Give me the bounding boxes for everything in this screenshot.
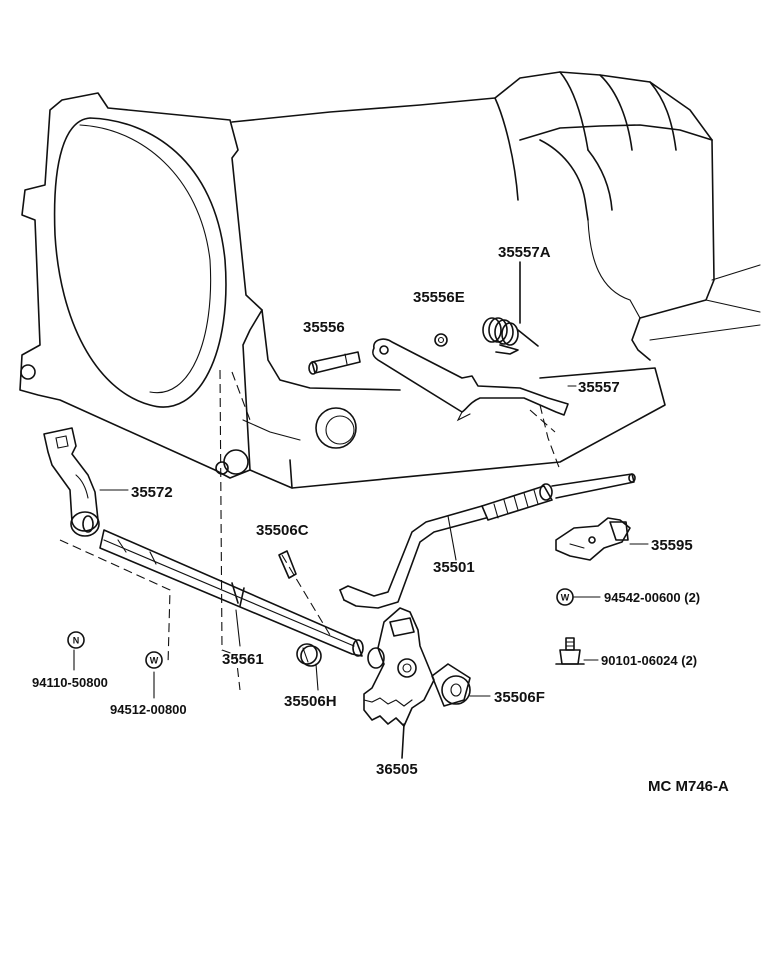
label-36505: 36505 <box>376 761 418 778</box>
assembly-guide-lines <box>59 369 561 691</box>
shaft-35561 <box>99 529 364 657</box>
cable-35501 <box>339 473 636 609</box>
symbol-washer-94512: W <box>145 651 163 669</box>
label-94110: 94110-50800 <box>32 675 108 690</box>
label-94542: 94542-00600 (2) <box>604 590 700 605</box>
spring-35557A <box>482 261 539 355</box>
lever-35572 <box>43 427 100 537</box>
label-35595: 35595 <box>651 537 693 554</box>
label-35557A: 35557A <box>498 244 551 261</box>
label-35506F: 35506F <box>494 689 545 706</box>
label-35572: 35572 <box>131 484 173 501</box>
label-90101: 90101-06024 (2) <box>601 653 697 668</box>
label-35556: 35556 <box>303 319 345 336</box>
bolt-90101 <box>555 637 585 665</box>
pin-35506C <box>278 550 297 579</box>
label-35506C: 35506C <box>256 522 309 539</box>
e-clip-35556E <box>434 333 448 347</box>
nut-symbol-label: N <box>73 636 80 646</box>
label-35506H: 35506H <box>284 693 337 710</box>
transmission-housing <box>19 71 761 489</box>
label-35557: 35557 <box>578 379 620 396</box>
lever-35557 <box>372 338 569 422</box>
bushing-35506F <box>431 663 471 707</box>
diagram-code: MC M746-A <box>648 778 729 795</box>
washer-symbol-label-2: W <box>561 593 570 603</box>
symbol-nut-94110: N <box>67 631 85 649</box>
leader-lines <box>73 385 649 699</box>
label-94512: 94512-00800 <box>110 702 187 717</box>
pin-35556 <box>308 351 361 375</box>
symbol-washer-94542: W <box>556 588 574 606</box>
label-35561: 35561 <box>222 651 264 668</box>
detent-plate-36505 <box>363 607 435 759</box>
washer-symbol-label: W <box>150 656 159 666</box>
part-labels: 35557A 35556E 35556 35557 35572 35506C 3… <box>32 244 729 795</box>
label-35501: 35501 <box>433 559 475 576</box>
bracket-35595 <box>555 517 631 561</box>
bushing-35506H <box>296 643 322 667</box>
label-35556E: 35556E <box>413 289 465 306</box>
